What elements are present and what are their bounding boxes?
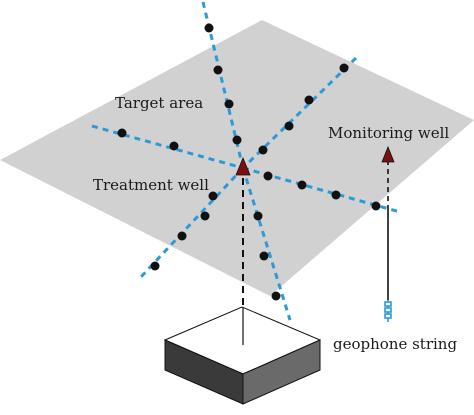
event-dot xyxy=(200,211,210,221)
event-dot xyxy=(177,231,187,241)
fracture-line-southwest xyxy=(138,166,245,280)
event-dot xyxy=(253,211,263,221)
fracture-line-northeast xyxy=(241,56,358,170)
treatment-well-marker xyxy=(235,156,251,176)
fracture-line-west xyxy=(91,124,244,170)
event-dot xyxy=(117,128,127,138)
event-dot xyxy=(271,291,281,301)
treatment-well-label: Treatment well xyxy=(93,176,209,194)
event-dot xyxy=(371,201,381,211)
microseismic-events xyxy=(117,23,381,301)
fracture-line-south xyxy=(241,167,292,321)
event-dot xyxy=(204,23,214,33)
target-area-label: Target area xyxy=(115,94,203,112)
event-dot xyxy=(284,121,294,131)
geophone-string-label: geophone string xyxy=(333,335,457,353)
event-dot xyxy=(297,180,307,190)
monitoring-well-label: Monitoring well xyxy=(328,124,449,142)
event-dot xyxy=(208,191,218,201)
target-plane xyxy=(0,20,474,296)
event-dot xyxy=(258,145,268,155)
event-dot xyxy=(304,95,314,105)
event-dot xyxy=(339,63,349,73)
event-dot xyxy=(259,251,269,261)
event-dot xyxy=(224,99,234,109)
event-dot xyxy=(232,135,242,145)
event-dot xyxy=(169,141,179,151)
event-dot xyxy=(331,190,341,200)
event-dot xyxy=(213,65,223,75)
event-dot xyxy=(150,261,160,271)
geophone-icon xyxy=(384,300,392,322)
event-dot xyxy=(263,171,273,181)
monitoring-well-marker xyxy=(381,145,395,163)
